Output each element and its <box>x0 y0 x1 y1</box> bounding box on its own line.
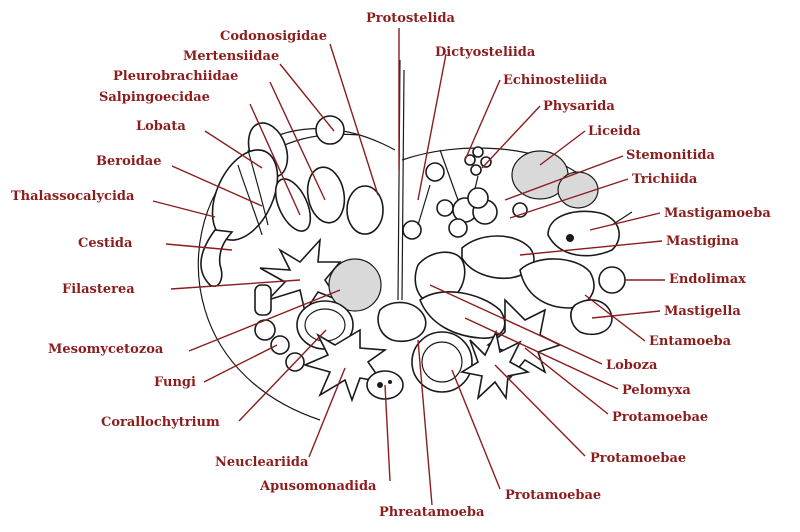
label-codonosigidae: Codonosigidae <box>220 29 327 44</box>
leader-pleurobrachiidae <box>269 81 326 201</box>
label-thalassocalycida: Thalassocalycida <box>11 189 135 204</box>
leader-phreatamoeba <box>417 339 433 506</box>
leader-neucleariida <box>308 367 346 458</box>
leader-lobata <box>204 130 263 169</box>
label-phreatamoeba: Phreatamoeba <box>379 505 485 520</box>
leader-codonosigidae <box>329 43 379 196</box>
leader-thalassocalycida <box>152 200 216 218</box>
leader-physarida <box>481 105 541 169</box>
leader-apusomonadida <box>384 384 391 482</box>
leader-pelomyxa <box>464 317 619 390</box>
label-entamoeba: Entamoeba <box>649 334 731 349</box>
leader-mesomycetozoa <box>188 289 341 352</box>
label-pleurobrachiidae: Pleurobrachiidae <box>113 69 239 84</box>
label-physarida: Physarida <box>543 99 615 114</box>
leader-filasterea <box>170 279 301 290</box>
leader-protamoebae-upper <box>524 347 609 415</box>
leader-trichiida <box>509 178 629 219</box>
leader-protamoebae-mid <box>494 364 586 457</box>
label-protamoebae-mid: Protamoebae <box>590 451 687 466</box>
leader-lines <box>152 28 665 506</box>
label-apusomonadida: Apusomonadida <box>260 479 377 494</box>
label-lobata: Lobata <box>136 119 186 134</box>
label-salpingoecidae: Salpingoecidae <box>99 90 210 105</box>
leader-mastigella <box>591 310 661 319</box>
leader-mastigamoeba <box>589 212 661 231</box>
label-mesomycetozoa: Mesomycetozoa <box>48 342 164 357</box>
label-mastigina: Mastigina <box>666 234 739 249</box>
leader-echinosteliida <box>464 79 501 161</box>
leader-stemonitida <box>504 155 624 201</box>
label-protostelida: Protostelida <box>366 11 455 26</box>
leader-corallochytrium <box>238 329 327 422</box>
label-neucleariida: Neucleariida <box>215 455 309 470</box>
label-liceida: Liceida <box>588 124 641 139</box>
leader-liceida <box>539 130 586 166</box>
label-cestida: Cestida <box>78 236 133 251</box>
label-loboza: Loboza <box>606 358 658 373</box>
label-mastigella: Mastigella <box>664 304 741 319</box>
leader-mertensiidae <box>279 63 335 132</box>
label-corallochytrium: Corallochytrium <box>101 415 220 430</box>
label-mertensiidae: Mertensiidae <box>183 49 280 64</box>
leader-entamoeba <box>584 294 646 342</box>
label-protamoebae-upper: Protamoebae <box>612 410 709 425</box>
label-trichiida: Trichiida <box>632 172 698 187</box>
label-dictyosteliida: Dictyosteliida <box>435 45 536 60</box>
label-beroidae: Beroidae <box>96 154 162 169</box>
leader-loboza <box>429 284 603 365</box>
leader-cestida <box>165 243 233 251</box>
leader-protamoebae-bottom <box>451 369 501 490</box>
leader-fungi <box>203 344 278 383</box>
label-protamoebae-bottom: Protamoebae <box>505 488 602 503</box>
leader-mastigina <box>519 240 663 256</box>
leader-beroidae <box>171 165 263 207</box>
label-pelomyxa: Pelomyxa <box>622 383 691 398</box>
label-fungi: Fungi <box>154 375 196 390</box>
label-endolimax: Endolimax <box>669 272 746 287</box>
label-mastigamoeba: Mastigamoeba <box>664 206 771 221</box>
leader-salpingoecidae <box>249 103 301 216</box>
label-filasterea: Filasterea <box>62 282 135 297</box>
label-stemonitida: Stemonitida <box>626 148 715 163</box>
leader-dictyosteliida <box>417 53 447 201</box>
label-echinosteliida: Echinosteliida <box>503 73 608 88</box>
